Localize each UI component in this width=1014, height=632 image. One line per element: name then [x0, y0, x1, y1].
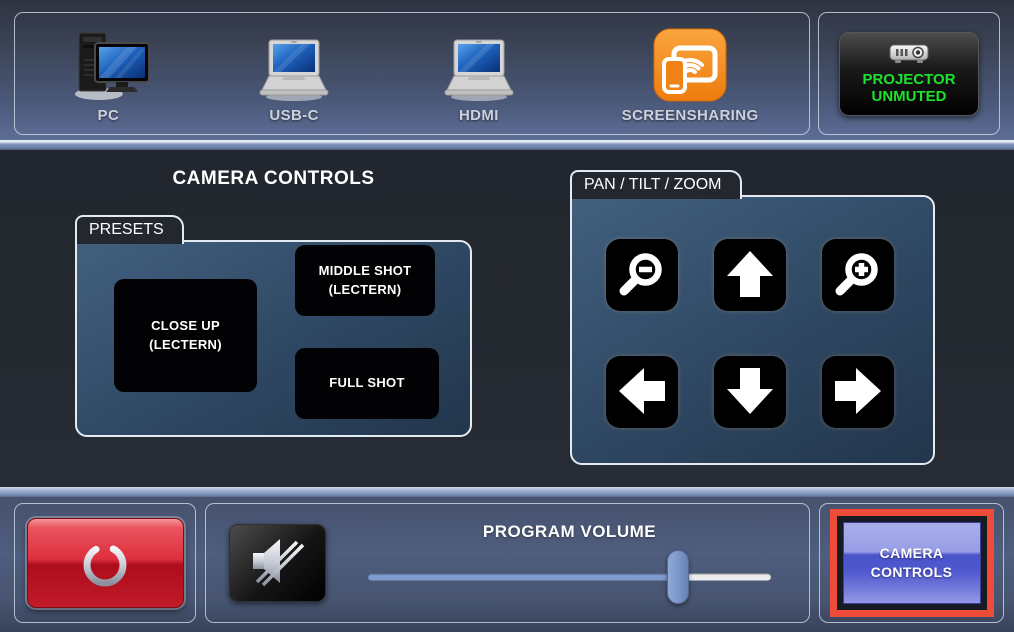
source-label: PC [97, 106, 120, 124]
zoom-in-icon [833, 249, 883, 302]
projector-mute-button[interactable]: PROJECTOR UNMUTED [839, 31, 979, 116]
preset-close-up-button[interactable]: CLOSE UP (LECTERN) [114, 279, 257, 392]
page-title: CAMERA CONTROLS [172, 168, 375, 189]
pan-left-button[interactable] [606, 356, 678, 428]
projector-mute-container: PROJECTOR UNMUTED [818, 12, 1000, 135]
ptz-group-label: PAN / TILT / ZOOM [570, 170, 742, 199]
tilt-up-button[interactable] [714, 239, 786, 311]
preset-middle-shot-button[interactable]: MIDDLE SHOT (LECTERN) [295, 245, 435, 316]
pan-tilt-zoom-group: PAN / TILT / ZOOM [570, 170, 935, 465]
top-divider [0, 140, 1014, 150]
source-hdmi[interactable]: HDMI [437, 28, 521, 124]
source-screensharing[interactable]: SCREENSHARING [622, 28, 759, 124]
desktop-pc-icon [65, 28, 151, 102]
zoom-out-icon [617, 249, 667, 302]
zoom-in-button[interactable] [822, 239, 894, 311]
tilt-down-button[interactable] [714, 356, 786, 428]
power-icon [78, 533, 132, 592]
arrow-left-icon [617, 366, 667, 419]
source-pc[interactable]: PC [65, 28, 151, 124]
preset-full-shot-button[interactable]: FULL SHOT [295, 348, 439, 419]
ptz-button-grid [572, 197, 933, 463]
volume-slider-thumb[interactable] [667, 549, 690, 604]
source-label: SCREENSHARING [621, 106, 759, 124]
zoom-out-button[interactable] [606, 239, 678, 311]
power-button[interactable] [26, 517, 184, 608]
source-usb-c[interactable]: USB-C [252, 28, 336, 124]
power-container [14, 502, 196, 623]
projector-icon [889, 41, 929, 70]
presets-group: PRESETS CLOSE UP (LECTERN) MIDDLE SHOT (… [75, 215, 472, 437]
screensharing-icon [653, 28, 727, 102]
arrow-up-icon [725, 249, 775, 302]
volume-slider[interactable] [368, 549, 771, 604]
source-selector-group: PC USB-C [14, 12, 810, 135]
program-volume-container: PROGRAM VOLUME [205, 502, 810, 623]
volume-mute-button[interactable] [229, 523, 326, 602]
speaker-muted-icon [247, 535, 309, 590]
source-label: HDMI [458, 106, 499, 124]
top-bar: PC USB-C [0, 0, 1014, 140]
arrow-right-icon [833, 366, 883, 419]
program-volume-label: PROGRAM VOLUME [482, 521, 657, 541]
volume-slider-track[interactable] [368, 573, 771, 580]
laptop-icon [437, 28, 521, 102]
camera-controls-nav-container: CAMERA CONTROLS [819, 502, 1004, 623]
bottom-bar: PROGRAM VOLUME CAMERA CONTROLS [0, 497, 1014, 632]
source-label: USB-C [269, 106, 319, 124]
laptop-icon [252, 28, 336, 102]
projector-mute-label: PROJECTOR UNMUTED [862, 71, 956, 105]
camera-controls-page: CAMERA CONTROLS PRESETS CLOSE UP (LECTER… [0, 150, 1014, 487]
active-page-highlight: CAMERA CONTROLS [829, 508, 994, 617]
arrow-down-icon [725, 366, 775, 419]
presets-group-label: PRESETS [75, 215, 184, 244]
pan-right-button[interactable] [822, 356, 894, 428]
bottom-divider [0, 487, 1014, 497]
volume-slider-area: PROGRAM VOLUME [368, 522, 771, 604]
camera-controls-nav-button[interactable]: CAMERA CONTROLS [842, 521, 981, 604]
